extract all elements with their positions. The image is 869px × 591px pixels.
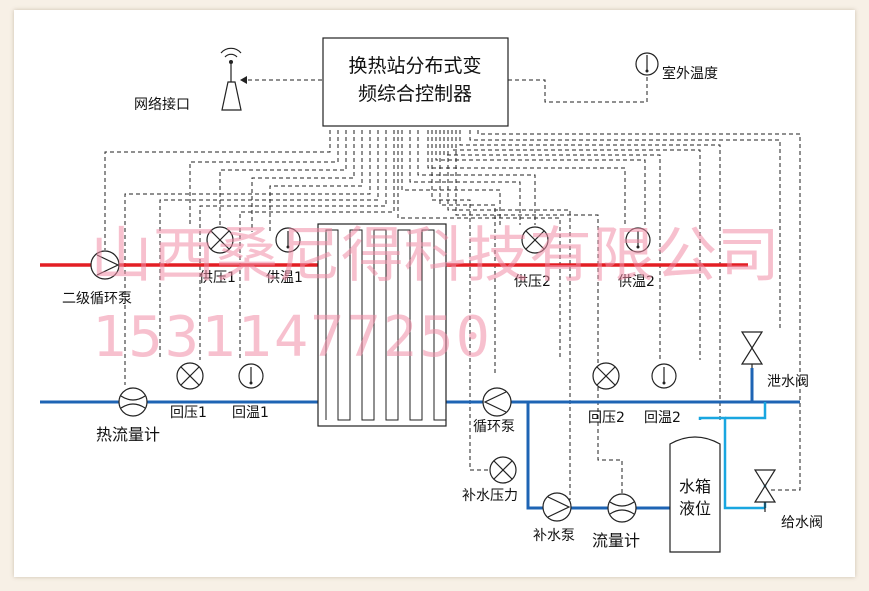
flow-meter-label: 流量计 <box>592 531 640 550</box>
watermark-company: 山西桑尼得科技有限公司 <box>90 221 780 291</box>
supply-pressure-1-icon <box>206 226 234 254</box>
controller-box: 换热站分布式变 频综合控制器 <box>322 37 509 127</box>
supply-temp-1-icon <box>275 227 301 253</box>
supply-temp-2-icon <box>625 227 651 253</box>
watermark-phone: 15311477250 <box>92 305 492 370</box>
controller-title-line2: 频综合控制器 <box>358 83 472 105</box>
return-pressure-2-icon <box>592 362 620 390</box>
return-temp-1-label: 回温1 <box>232 405 269 421</box>
makeup-pump-icon <box>542 492 572 522</box>
water-tank-label-1: 水箱 <box>679 477 711 496</box>
secondary-pump-label: 二级循环泵 <box>62 291 132 307</box>
feed-valve-icon <box>753 469 777 512</box>
return-pressure-2-label: 回压2 <box>588 410 625 426</box>
circulation-pump-icon <box>482 387 512 417</box>
supply-pressure-2-label: 供压2 <box>514 274 551 290</box>
heat-meter-icon <box>118 387 148 417</box>
feed-valve-label: 给水阀 <box>781 515 823 531</box>
heat-meter-label: 热流量计 <box>96 425 160 444</box>
flow-meter-icon <box>607 493 637 523</box>
water-tank-label-2: 液位 <box>679 499 711 518</box>
control-wiring <box>104 75 801 500</box>
makeup-pump-label: 补水泵 <box>533 528 575 544</box>
circulation-pump-label: 循环泵 <box>473 419 515 435</box>
antenna-icon <box>220 47 247 111</box>
return-temp-2-icon <box>651 363 677 389</box>
return-pressure-1-label: 回压1 <box>170 405 207 421</box>
return-temp-2-label: 回温2 <box>644 410 681 426</box>
supply-temp-1-label: 供温1 <box>266 270 303 286</box>
makeup-pressure-icon <box>489 456 517 484</box>
supply-temp-2-label: 供温2 <box>618 274 655 290</box>
water-tank: 水箱 液位 <box>669 436 721 553</box>
makeup-pipes <box>526 368 767 510</box>
secondary-pump-icon <box>90 250 120 280</box>
return-pressure-1-icon <box>176 362 204 390</box>
heat-exchanger-plates <box>325 229 446 421</box>
makeup-pressure-label: 补水压力 <box>462 488 518 504</box>
drain-valve-icon <box>740 331 764 368</box>
outdoor-temp-sensor-icon <box>635 52 659 76</box>
network-label: 网络接口 <box>134 96 190 113</box>
supply-pressure-2-icon <box>521 226 549 254</box>
outdoor-temp-label: 室外温度 <box>662 65 718 82</box>
drain-valve-label: 泄水阀 <box>767 374 809 390</box>
return-temp-1-icon <box>238 363 264 389</box>
plate-heat-exchanger <box>317 223 447 427</box>
controller-title-line1: 换热站分布式变 <box>348 55 481 77</box>
supply-pressure-1-label: 供压1 <box>199 270 236 286</box>
